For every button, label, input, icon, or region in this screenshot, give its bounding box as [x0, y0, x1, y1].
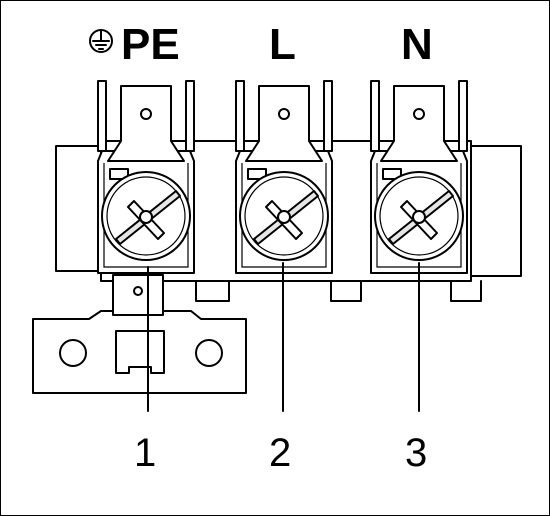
callout-number-1: 1 [134, 431, 156, 475]
terminal-pe [97, 80, 195, 274]
mounting-hole-left [59, 339, 87, 367]
label-l: L [269, 20, 296, 69]
earth-ground-icon [89, 29, 113, 53]
mounting-hole-right [195, 339, 223, 367]
label-n: N [401, 20, 433, 69]
label-pe: PE [121, 20, 180, 69]
callout-number-3: 3 [405, 431, 427, 475]
terminal-l [235, 80, 333, 274]
terminal-n [370, 80, 468, 274]
callout-leaders [147, 262, 420, 412]
ground-clamp-plate [32, 274, 247, 394]
callout-number-2: 2 [269, 431, 291, 475]
